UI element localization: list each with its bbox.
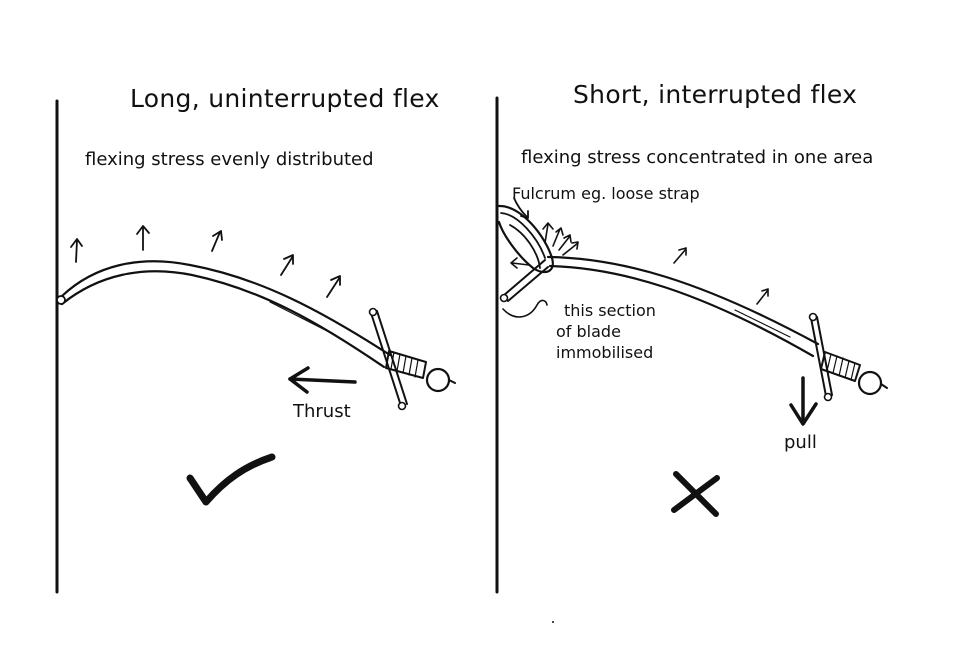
cross-icon [671,471,720,517]
right-panel: Short, interrupted flex flexing stress c… [495,80,888,623]
right-concentrated-arrows [510,222,579,269]
tick-icon [186,453,276,506]
left-title: Long, uninterrupted flex [130,84,440,113]
arrow-up-icon [756,288,769,305]
arrow-up-icon [558,234,572,251]
immobilised-label-line2: of blade [556,322,621,341]
arrow-left-icon [510,257,530,269]
immobilised-blade-section [499,259,549,318]
arrow-up-icon [280,254,294,276]
thrust-arrow-icon [288,366,357,394]
pull-arrow-icon [789,376,818,426]
arrow-up-icon [136,225,150,251]
arrow-up-icon [211,230,223,252]
thrust-label: Thrust [292,401,351,422]
speck [552,621,554,623]
left-subtitle: flexing stress evenly distributed [85,149,374,170]
arrow-up-icon [542,222,554,244]
immobilised-label-line1: this section [564,301,656,320]
right-stress-arrows [673,247,769,305]
arrow-up-icon [326,275,341,298]
left-stress-arrows [70,225,341,298]
left-blade [56,260,392,369]
right-title: Short, interrupted flex [573,80,857,109]
right-hilt [808,312,888,402]
left-panel: Long, uninterrupted flex flexing stress … [55,84,456,594]
right-blade [546,255,820,358]
fulcrum-label: Fulcrum eg. loose strap [512,184,700,203]
left-hilt [368,307,456,411]
right-subtitle: flexing stress concentrated in one area [521,147,873,168]
arrow-up-icon [562,241,579,256]
arrow-up-icon [552,227,564,247]
immobilised-label-line3: immobilised [556,343,653,362]
arrow-up-icon [673,247,687,264]
arrow-up-icon [70,238,83,263]
pull-label: pull [784,432,817,453]
